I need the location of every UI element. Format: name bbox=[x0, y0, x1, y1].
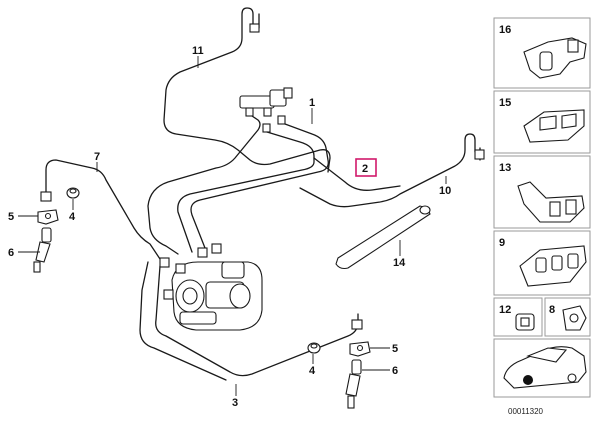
brake-pipe-7 bbox=[40, 159, 163, 263]
clip-icon bbox=[523, 37, 587, 79]
callout-1[interactable]: 1 bbox=[309, 97, 315, 109]
side-panel-12-label: 12 bbox=[499, 304, 511, 316]
side-panel-9[interactable]: 9 bbox=[493, 230, 591, 296]
side-panel-13[interactable]: 13 bbox=[493, 155, 591, 229]
reference-number: 00011320 bbox=[508, 407, 544, 416]
callout-2[interactable]: 2 bbox=[362, 163, 368, 175]
callout-5-right[interactable]: 5 bbox=[392, 343, 398, 355]
hose-6-right bbox=[345, 359, 362, 409]
side-panel-15-label: 15 bbox=[499, 97, 511, 109]
clamp-4-right bbox=[307, 342, 321, 354]
fitting-icon bbox=[515, 313, 535, 331]
vehicle-location-panel bbox=[493, 338, 591, 398]
callout-3[interactable]: 3 bbox=[232, 397, 238, 409]
bracket-5-right bbox=[349, 341, 371, 357]
callout-6-left[interactable]: 6 bbox=[8, 247, 14, 259]
side-panel-8-label: 8 bbox=[549, 304, 555, 316]
highlighted-part-box bbox=[355, 158, 377, 177]
bracket-5-left bbox=[37, 209, 59, 225]
callout-10[interactable]: 10 bbox=[439, 185, 451, 197]
side-panel-13-label: 13 bbox=[499, 162, 511, 174]
brake-pipe-3 bbox=[139, 261, 363, 381]
callout-6-right[interactable]: 6 bbox=[392, 365, 398, 377]
abs-unit-icon bbox=[159, 243, 263, 331]
pipe-fitting-icon bbox=[474, 149, 485, 160]
side-panel-16[interactable]: 16 bbox=[493, 17, 591, 89]
brake-pipe-11 bbox=[163, 7, 331, 173]
side-panel-16-label: 16 bbox=[499, 24, 511, 36]
clip-icon bbox=[523, 109, 585, 143]
hose-14 bbox=[335, 205, 431, 270]
side-panel-8[interactable]: 8 bbox=[544, 297, 591, 337]
side-panel-9-label: 9 bbox=[499, 237, 505, 249]
clamp-4-left bbox=[66, 187, 80, 199]
callout-5-left[interactable]: 5 bbox=[8, 211, 14, 223]
fitting-icon bbox=[562, 305, 587, 331]
brake-pipe-bundle bbox=[147, 115, 401, 255]
pipe-fitting-icon bbox=[249, 23, 260, 33]
callout-7[interactable]: 7 bbox=[94, 151, 100, 163]
bracket-icon bbox=[517, 181, 585, 223]
side-panel-15[interactable]: 15 bbox=[493, 90, 591, 154]
callout-11[interactable]: 11 bbox=[192, 45, 204, 57]
callout-14[interactable]: 14 bbox=[393, 257, 406, 269]
brake-pipe-10 bbox=[299, 133, 485, 208]
side-panel-12[interactable]: 12 bbox=[493, 297, 543, 337]
callout-4-right[interactable]: 4 bbox=[309, 365, 316, 377]
brake-fitting-block bbox=[239, 87, 293, 133]
clip-icon bbox=[519, 245, 587, 287]
hose-6-left bbox=[33, 227, 52, 273]
car-icon bbox=[503, 346, 587, 389]
callout-4-left[interactable]: 4 bbox=[69, 211, 76, 223]
